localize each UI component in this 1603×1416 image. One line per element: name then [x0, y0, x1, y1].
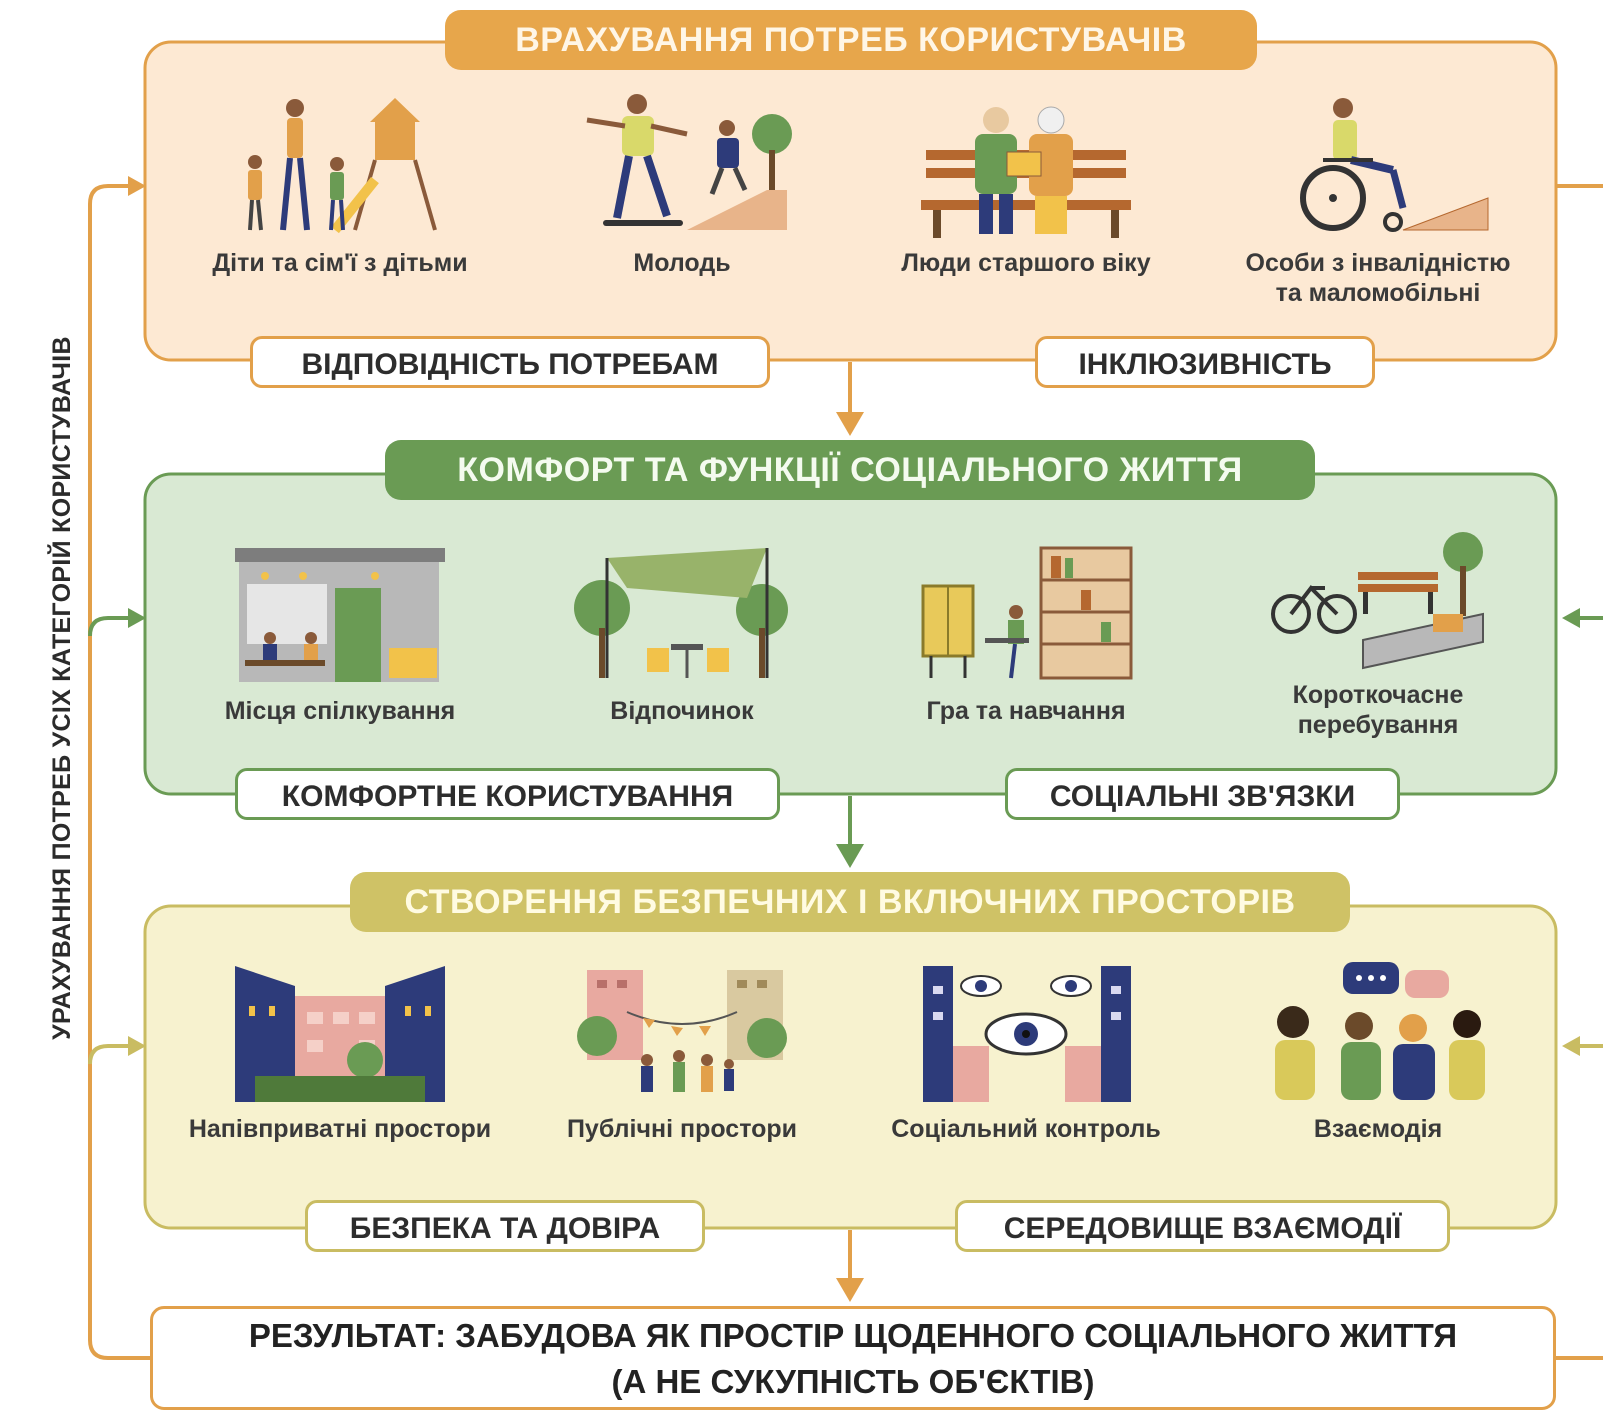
principle-comfortable-use: КОМФОРТНЕ КОРИСТУВАННЯ: [235, 768, 780, 820]
park-shade-icon: [567, 538, 797, 688]
section-title-users: ВРАХУВАННЯ ПОТРЕБ КОРИСТУВАЧІВ: [445, 10, 1257, 70]
youth-skateboard-icon: [567, 90, 797, 240]
item-label: Публічні простори: [566, 1115, 798, 1143]
item-semi-private-spaces: Напівприватні простори: [180, 956, 500, 1144]
result-box: РЕЗУЛЬТАТ: ЗАБУДОВА ЯК ПРОСТІР ЩОДЕННОГО…: [150, 1306, 1556, 1410]
bike-bench-icon: [1263, 522, 1493, 672]
principle-safety-trust: БЕЗПЕКА ТА ДОВІРА: [305, 1200, 705, 1252]
item-label: Люди старшого віку: [901, 249, 1151, 277]
item-label: Молодь: [633, 249, 731, 277]
right-arrow-safety-head: [1562, 1036, 1580, 1056]
principle-social-ties: СОЦІАЛЬНІ ЗВ'ЯЗКИ: [1005, 768, 1400, 820]
down-arrow-2-head: [836, 844, 864, 868]
cafe-icon: [225, 538, 455, 688]
feedback-arrow-users: [128, 176, 146, 196]
feedback-branch-safety: [88, 1044, 128, 1065]
item-play-learning: Гра та навчання: [866, 538, 1186, 726]
item-children-families: Діти та сім'ї з дітьми: [180, 90, 500, 278]
principle-inclusiveness: ІНКЛЮЗИВНІСТЬ: [1035, 336, 1375, 388]
item-rest: Відпочинок: [522, 538, 842, 726]
library-icon: [911, 538, 1141, 688]
item-meeting-places: Місця спілкування: [180, 538, 500, 726]
item-label: Особи з інвалідністю та маломобільні: [1245, 249, 1511, 307]
item-social-control: Соціальний контроль: [866, 956, 1186, 1144]
item-short-stay: Короткочасне перебування: [1218, 522, 1538, 740]
item-label: Короткочасне перебування: [1292, 681, 1464, 739]
wheelchair-ramp-icon: [1263, 90, 1493, 240]
item-elderly: Люди старшого віку: [866, 90, 1186, 278]
result-line-2: (А НЕ СУКУПНІСТЬ ОБ'ЄКТІВ): [611, 1363, 1095, 1400]
item-label: Відпочинок: [610, 697, 754, 725]
feedback-arrow-comfort: [128, 608, 146, 628]
public-square-icon: [567, 956, 797, 1106]
side-label: УРАХУВАННЯ ПОТРЕБ УСІХ КАТЕГОРІЙ КОРИСТУ…: [48, 336, 76, 1040]
down-arrow-3-head: [836, 1278, 864, 1302]
item-label: Діти та сім'ї з дітьми: [212, 249, 468, 277]
elderly-bench-icon: [911, 90, 1141, 240]
principle-needs-fit: ВІДПОВІДНІСТЬ ПОТРЕБАМ: [250, 336, 770, 388]
feedback-arrow-safety: [128, 1036, 146, 1056]
feedback-loop-line: [88, 184, 150, 1360]
family-playground-icon: [225, 90, 455, 240]
principle-interaction-environment: СЕРЕДОВИЩЕ ВЗАЄМОДІЇ: [955, 1200, 1450, 1252]
item-label: Соціальний контроль: [891, 1115, 1161, 1143]
item-disabled-low-mobility: Особи з інвалідністю та маломобільні: [1218, 90, 1538, 308]
section-title-safety: СТВОРЕННЯ БЕЗПЕЧНИХ І ВКЛЮЧНИХ ПРОСТОРІВ: [350, 872, 1350, 932]
item-label: Гра та навчання: [926, 697, 1126, 725]
item-label: Напівприватні простори: [188, 1115, 492, 1143]
feedback-branch-comfort: [88, 616, 128, 637]
down-arrow-1-head: [836, 412, 864, 436]
conversation-icon: [1263, 956, 1493, 1106]
item-label: Взаємодія: [1313, 1115, 1443, 1143]
right-arrow-comfort-head: [1562, 608, 1580, 628]
section-title-comfort: КОМФОРТ ТА ФУНКЦІЇ СОЦІАЛЬНОГО ЖИТТЯ: [385, 440, 1315, 500]
eyes-on-street-icon: [911, 956, 1141, 1106]
item-interaction: Взаємодія: [1218, 956, 1538, 1144]
item-youth: Молодь: [522, 90, 842, 278]
item-label: Місця спілкування: [224, 697, 456, 725]
item-public-spaces: Публічні простори: [522, 956, 842, 1144]
courtyard-icon: [225, 956, 455, 1106]
result-line-1: РЕЗУЛЬТАТ: ЗАБУДОВА ЯК ПРОСТІР ЩОДЕННОГО…: [248, 1317, 1458, 1354]
